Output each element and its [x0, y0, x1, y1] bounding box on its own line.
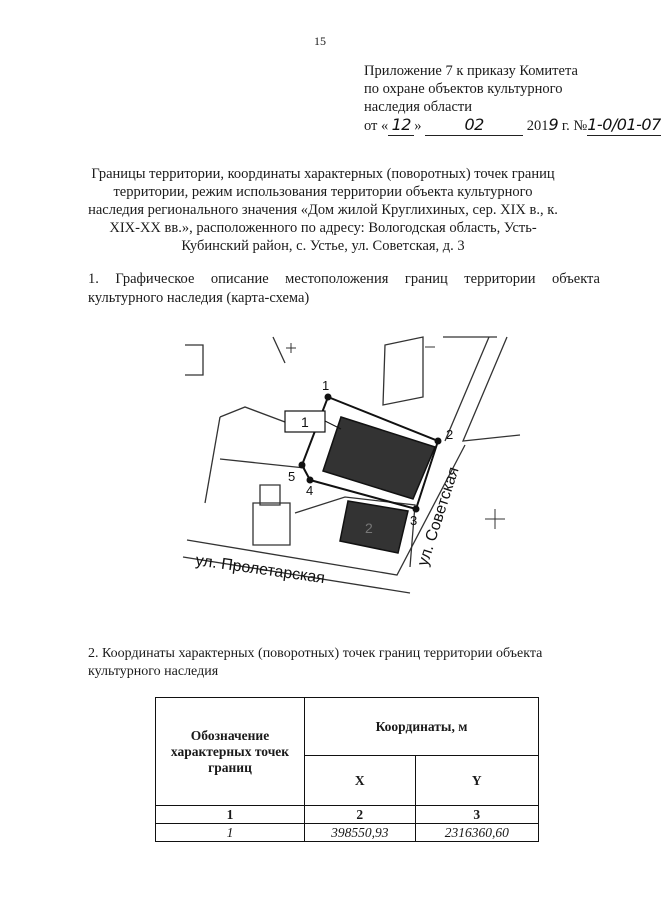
map-boundary [300, 395, 440, 511]
map-point-label-5: 5 [288, 469, 295, 484]
date-day: 12 [391, 115, 412, 134]
map-road-south2 [182, 556, 411, 594]
date-year-prefix: 201 [526, 118, 549, 134]
date-month: 02 [464, 115, 484, 134]
table-cell-y: 2316360,60 [414, 823, 540, 842]
map-plot-top [272, 336, 286, 364]
map-plot-left [219, 406, 294, 426]
map-road-north [444, 336, 490, 442]
appendix-line-3: наследия области [364, 99, 473, 115]
appendix-line-2: по охране объектов культурного [364, 81, 563, 97]
map-point-label-4: 4 [306, 483, 313, 498]
date-prefix: от « [364, 118, 389, 134]
appendix-line-1: Приложение 7 к приказу Комитета [364, 63, 578, 79]
map-object-leader [324, 420, 342, 430]
map-point-3 [412, 505, 420, 513]
map-plot-small1 [259, 484, 281, 506]
section-2-title: 2. Координаты характерных (поворотных) т… [88, 646, 543, 679]
map-point-label-1: 1 [322, 378, 329, 393]
table-index-1: 1 [155, 805, 305, 824]
coordinates-table: Обозначение характерных точек границ Коо… [155, 697, 540, 842]
date-year-suffix: г. № [558, 118, 588, 134]
map-object-label: 1 [301, 414, 309, 430]
map-road-north2 [461, 336, 521, 442]
order-number: 1-0/01-07 [587, 115, 661, 134]
table-header-coordinates: Координаты, м [304, 697, 539, 756]
map-plot-small2 [252, 502, 291, 546]
table-index-3: 3 [414, 805, 540, 824]
map-building-1 [322, 416, 437, 500]
map-building-2-label: 2 [365, 520, 373, 536]
date-day-field: 12 [388, 115, 415, 136]
order-number-field: 1-0/01-07 [587, 116, 661, 136]
map-plot-topleft [185, 344, 204, 376]
map-plot-lower [294, 496, 416, 568]
site-map: 1 2 3 4 5 1 2 ул. Пролетарская ул. Совет… [182, 336, 521, 594]
map-plot-left2 [204, 416, 221, 504]
map-point-4 [306, 476, 314, 484]
map-point-5 [298, 461, 306, 469]
map-plot-mid [219, 458, 306, 469]
date-mid: » [414, 118, 422, 134]
map-building-2 [339, 500, 409, 554]
table-header-x: X [304, 755, 416, 806]
table-index-2: 2 [304, 805, 416, 824]
map-street-proletarskaya: ул. Пролетарская [194, 552, 325, 587]
appendix-block: Приложение 7 к приказу Комитета по охран… [364, 62, 661, 136]
map-point-label-2: 2 [446, 427, 453, 442]
table-row: 1 398550,93 2316360,60 [155, 823, 540, 842]
table-cell-point: 1 [155, 823, 305, 842]
date-month-field: 02 [425, 115, 524, 136]
map-point-2 [434, 437, 442, 445]
document-heading: Границы территории, координаты характерн… [88, 166, 558, 254]
appendix-date-line: от «12» 02 2019 г. №1-0/01-07 [364, 115, 661, 136]
page-number: 15 [314, 34, 326, 48]
table-cell-x: 398550,93 [304, 823, 416, 842]
map-point-label-3: 3 [410, 513, 417, 528]
map-street-sovetskaya: ул. Советская [415, 465, 463, 568]
map-point-1 [324, 393, 332, 401]
section-1-title: 1. Графическое описание местоположения г… [88, 271, 600, 306]
table-header-points: Обозначение характерных точек границ [155, 697, 305, 806]
map-road-south [186, 444, 466, 576]
table-header-y: Y [414, 755, 540, 806]
date-year-digit: 9 [548, 115, 559, 134]
map-plot-topright [382, 336, 424, 406]
